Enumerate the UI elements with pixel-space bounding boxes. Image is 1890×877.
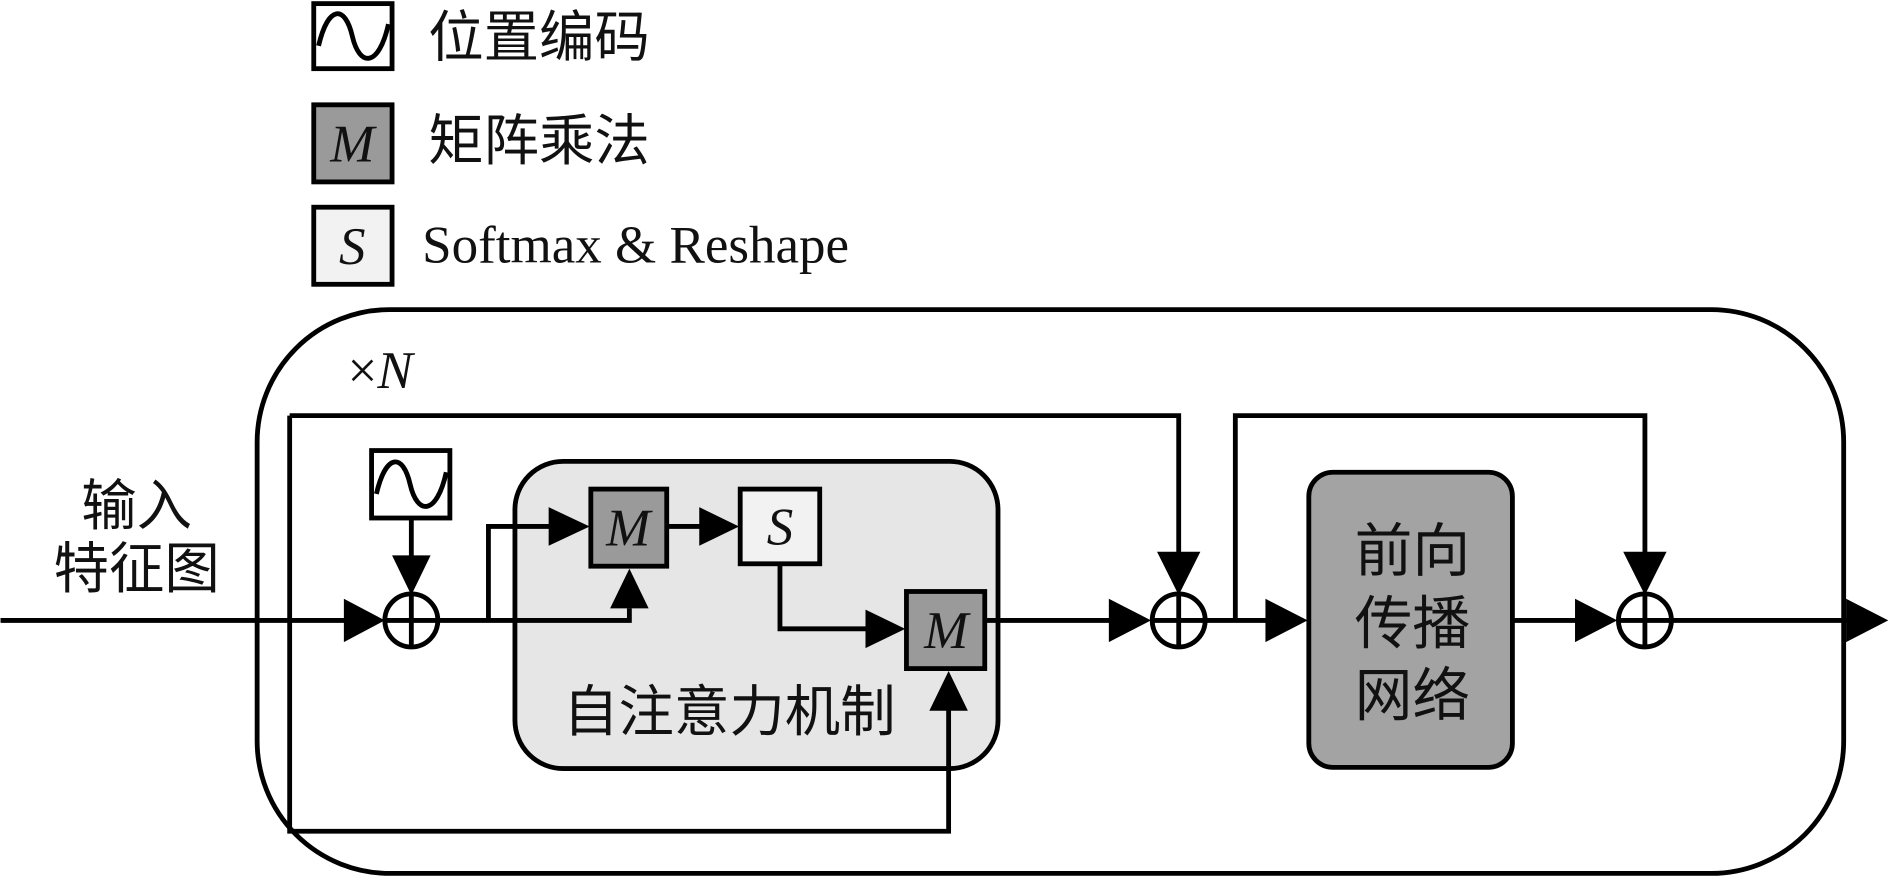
legend-matmul-label: 矩阵乘法 <box>428 110 650 174</box>
plus-icon <box>1618 593 1672 647</box>
add-node-1 <box>382 591 441 650</box>
softmax-node: S <box>737 486 823 567</box>
legend-item-positional-encoding: 位置编码 <box>311 1 650 72</box>
legend-pe-box <box>311 1 395 72</box>
matmul-node-2: M <box>904 589 988 672</box>
matmul-node-1: M <box>588 486 670 569</box>
arrowhead-input <box>343 598 385 643</box>
residual-top-line-1 <box>289 413 1182 555</box>
sine-wave-icon <box>316 11 391 61</box>
add-node-2 <box>1149 591 1208 650</box>
residual-top-line-2 <box>1232 413 1648 621</box>
legend-pe-label: 位置编码 <box>428 7 650 71</box>
softmax-box <box>737 486 823 567</box>
encoder-layer-container <box>254 307 1847 876</box>
softmax-symbol: S <box>767 499 794 557</box>
matmul-box-1 <box>588 486 670 569</box>
add1-out-line <box>437 608 632 623</box>
arrowhead-to-add3-left <box>1575 598 1618 643</box>
arrowhead-to-matmul1-bottom <box>610 568 649 609</box>
legend-item-matmul: M 矩阵乘法 <box>311 102 650 185</box>
feed-forward-label-line-3: 网络 <box>1355 662 1471 730</box>
input-label-line-2: 特征图 <box>54 538 220 602</box>
matmul-box-2 <box>904 589 988 672</box>
plus-icon <box>1152 593 1206 647</box>
arrowhead-pe-down <box>392 555 431 596</box>
legend-matmul-symbol: M <box>329 115 377 173</box>
repeat-count: N <box>376 342 415 400</box>
self-attention-label: 自注意力机制 <box>563 681 895 745</box>
positional-encoding-node <box>369 448 453 521</box>
arrowhead-to-add2-top <box>1157 551 1201 596</box>
arrowhead-to-add3-top <box>1623 551 1667 596</box>
repeat-times: × <box>347 342 377 400</box>
add1-to-matmul1-line <box>486 524 553 621</box>
legend-item-softmax: S Softmax & Reshape <box>311 204 849 287</box>
legend-softmax-label: Softmax & Reshape <box>422 217 849 275</box>
sine-wave-icon <box>374 459 449 509</box>
legend-softmax-box <box>311 204 395 287</box>
arrowhead-to-add2-left <box>1108 598 1151 643</box>
input-label-line-1: 输入 <box>81 475 192 539</box>
feed-forward-label-line-2: 传播 <box>1355 589 1471 657</box>
matmul-symbol-2: M <box>923 602 971 660</box>
arrowhead-to-matmul2-bottom <box>929 671 968 711</box>
arrowhead-to-ffn <box>1265 598 1308 643</box>
arrowhead-to-softmax <box>699 507 740 546</box>
add-node-3 <box>1616 591 1674 650</box>
repeat-label: ×N <box>347 342 415 400</box>
feed-forward-label-line-1: 前向 <box>1355 517 1471 585</box>
arrowhead-output <box>1846 598 1889 643</box>
residual-bottom-line <box>287 415 952 834</box>
matmul-symbol-1: M <box>605 500 653 558</box>
arrowhead-to-matmul1-left <box>548 507 590 546</box>
legend-matmul-box <box>311 102 395 185</box>
softmax-to-matmul2-line <box>777 563 870 632</box>
arrowhead-to-matmul2-left <box>865 609 906 649</box>
connections <box>0 413 1850 834</box>
legend-softmax-symbol: S <box>339 218 366 276</box>
arrowheads <box>343 507 1889 711</box>
plus-icon <box>384 593 438 647</box>
legend: 位置编码 M 矩阵乘法 S Softmax & Reshape <box>311 1 849 287</box>
